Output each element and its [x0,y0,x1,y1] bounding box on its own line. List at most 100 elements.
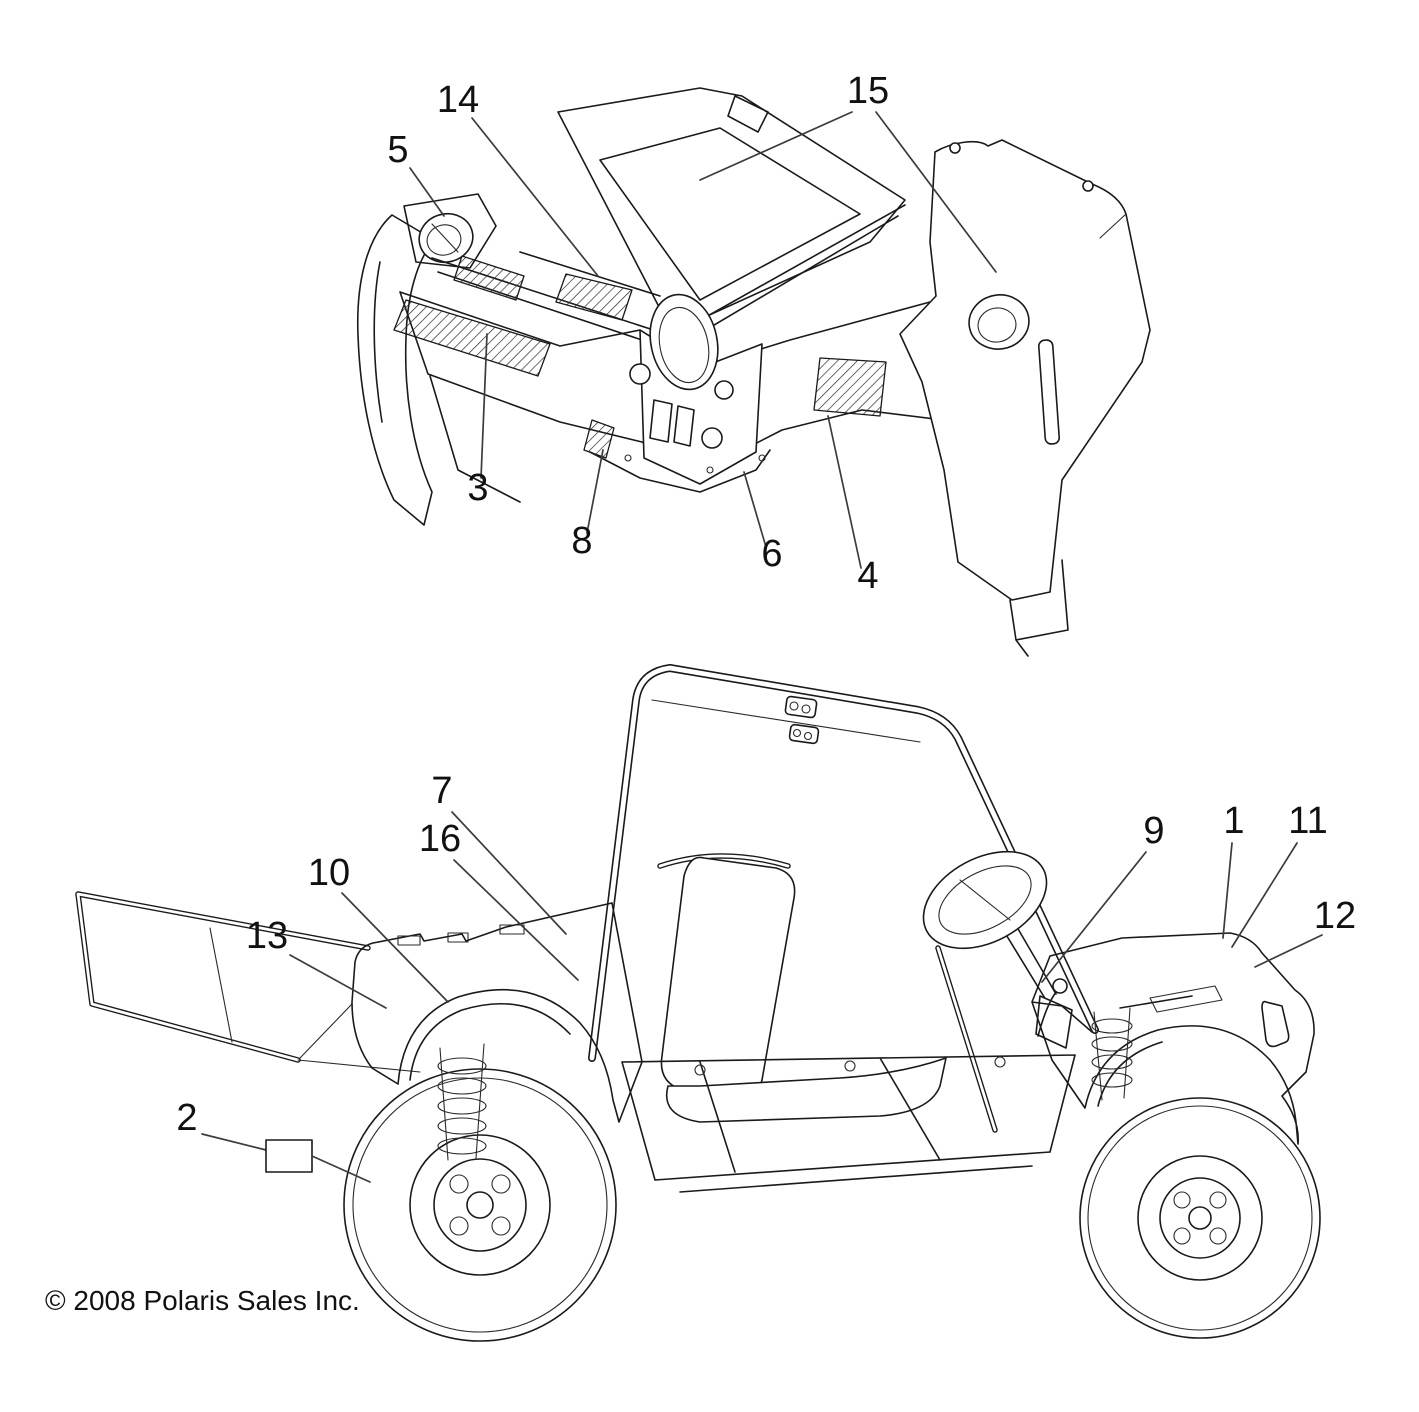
cage-clamp-bolt-2b [803,731,813,741]
leader-line-14 [471,117,599,277]
callout-9: 9 [1041,810,1165,983]
dash-gauge-left [629,363,651,385]
fascia-bolt-2 [706,466,714,474]
bed-latch-3 [499,924,525,935]
front-coil-1 [1091,1018,1133,1034]
dash-gauge-right [714,380,734,400]
chassis-rocker-lines [621,1054,1076,1193]
callout-11: 11 [1231,800,1328,948]
cage-clamp-bolt-1b [801,704,811,714]
front-tire-outer [1079,1097,1321,1339]
front-headlight-housing [1261,1000,1290,1048]
left-headlight-crease [431,223,459,253]
cage-inner-roof-bar [651,699,921,743]
rear-coil-1 [437,1057,487,1075]
headrest-bar-fill [658,854,790,868]
hood-panel [519,87,906,333]
callout-label-15: 15 [847,70,889,112]
leader-line-6 [743,471,767,548]
decal-swatch-2 [265,1139,313,1173]
rear-coil-3 [437,1097,487,1115]
front-rim [1137,1155,1263,1281]
left-headlight-pod [418,212,474,264]
console-knob [701,427,723,449]
callout-label-6: 6 [761,533,782,575]
callout-6: 6 [743,471,783,575]
front-wheel [1079,1097,1321,1339]
roll-cage [588,664,1099,1133]
callout-label-13: 13 [246,915,288,957]
callout-8: 8 [571,449,604,562]
right-headlight-pod [968,294,1030,350]
rear-lug-1 [491,1174,511,1194]
rocker-bolt-2 [844,1060,856,1072]
rear-bed-body-lines [351,902,643,1123]
rear-rack-tube-outline [75,891,371,1063]
front-coil-2 [1091,1036,1133,1052]
cage-clamp-bolt-1a [789,701,799,711]
left-headlight-lens [426,224,462,256]
front-lug-3 [1173,1227,1191,1245]
callout-4: 4 [827,415,879,597]
leader-line-12 [1254,934,1323,968]
rear-coil-5 [437,1137,487,1155]
front-lug-1 [1209,1191,1227,1209]
callout-2: 2 [176,1097,371,1183]
seat-assembly [657,853,947,1123]
steering-hub-spoke [959,879,1011,921]
front-body-lines [1031,932,1315,1145]
rocker-bolt-3 [994,1056,1006,1068]
console-switch-panel [649,399,695,447]
callout-label-11: 11 [1288,800,1327,842]
windshield-bracket [1149,985,1223,1013]
steering-column-inner [658,306,710,384]
leader-line-10 [341,892,449,1003]
seat-bottom [665,1057,947,1123]
callout-label-9: 9 [1143,810,1164,852]
front-hub [1159,1177,1241,1259]
decal-hatched-areas [393,255,887,459]
right-headlight-lens [977,307,1017,343]
callout-15: 15 [699,70,997,273]
callouts: 14 15 5 3 8 6 4 7 [176,70,1356,1183]
steering-column-opening [649,293,719,391]
right-fender-bolt-front [949,142,961,154]
callout-7: 7 [431,770,567,935]
callout-10: 10 [308,852,449,1003]
vehicle-side-view-figure [75,664,1321,1342]
callout-3: 3 [467,333,489,509]
leader-line-2a [201,1133,267,1151]
fascia-bolt-3 [758,454,766,462]
rocker-bolt-1 [694,1064,706,1076]
right-fender-vent-slot [1037,339,1061,445]
callout-label-14: 14 [437,79,479,121]
right-fender-panel [899,139,1151,601]
rear-coil-4 [437,1117,487,1135]
callout-1: 1 [1222,800,1245,939]
leader-line-7 [451,811,567,935]
rear-tire-outer [343,1068,617,1342]
leader-line-16 [453,859,579,981]
right-fender-crease [1099,213,1127,239]
rear-hub [433,1158,527,1252]
callout-label-16: 16 [419,818,461,860]
front-coil-4 [1091,1072,1133,1088]
front-shock-rods [1093,1007,1131,1101]
leader-line-11 [1231,842,1298,948]
leader-line-3 [480,333,488,479]
shifter-knob [1052,978,1068,994]
front-lug-2 [1173,1191,1191,1209]
fascia-bolt-1 [624,454,632,462]
leader-line-4 [827,415,862,569]
rear-rack-tube-fill [76,892,370,1062]
leader-line-13 [289,954,387,1009]
callout-label-8: 8 [571,520,592,562]
leader-line-15b [875,111,997,273]
front-lug-4 [1209,1227,1227,1245]
callout-13: 13 [246,915,387,1009]
callout-label-10: 10 [308,852,350,894]
callout-label-3: 3 [467,467,488,509]
right-fender-bolt-rear [1082,180,1094,192]
callout-label-12: 12 [1314,895,1356,937]
rear-lug-4 [491,1216,511,1236]
